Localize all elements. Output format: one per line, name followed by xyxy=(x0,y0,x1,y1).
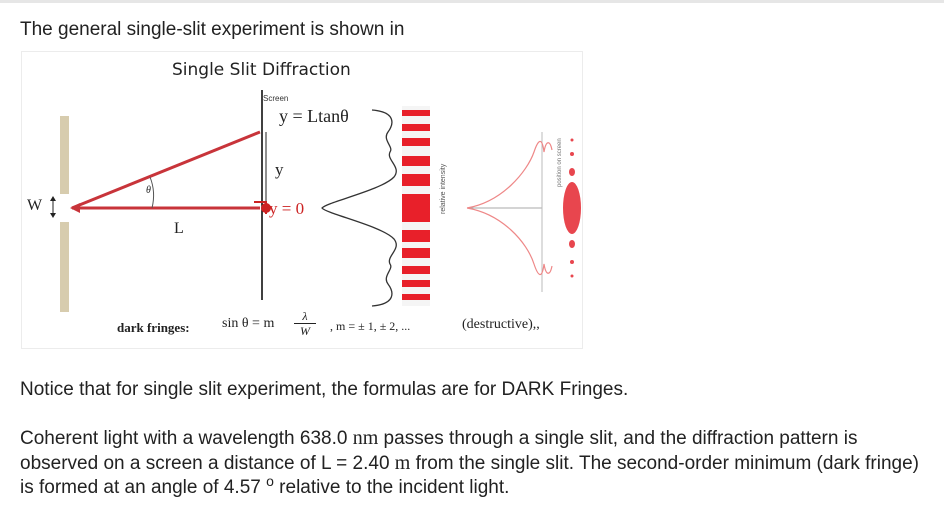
lambda-symbol: λ xyxy=(302,309,308,323)
position-axis-label: position on screen xyxy=(557,138,563,187)
lambda-over-w: λ W xyxy=(294,310,316,337)
slit-width-label: W xyxy=(27,197,43,214)
dark-fringes-label: dark fringes: xyxy=(117,320,190,335)
fringe-stripe xyxy=(402,138,430,146)
slit-barrier-bottom xyxy=(60,222,69,312)
fringe-stripe xyxy=(402,174,430,186)
fringe-stripe xyxy=(402,124,430,131)
notice-text: Notice that for single slit experiment, … xyxy=(20,379,629,400)
figure-title: Single Slit Diffraction xyxy=(172,60,351,80)
fringe-stripe xyxy=(402,280,430,287)
fringe-stripe xyxy=(402,156,430,166)
fringe-stripe xyxy=(402,248,430,258)
problem-text: Coherent light with a wavelength 638.0 n… xyxy=(20,426,930,500)
theta-label: θ xyxy=(146,185,151,196)
degree-symbol: o xyxy=(266,473,274,489)
fringe-stripe xyxy=(402,110,430,116)
fringe-pattern xyxy=(402,106,430,306)
diffraction-diagram xyxy=(50,90,581,312)
problem-part-3: from the single slit. The second-order m… xyxy=(20,453,919,498)
sine-formula: sin θ = m xyxy=(222,316,275,331)
problem-part-1: Coherent light with a wavelength 638.0 xyxy=(20,428,353,449)
w-denominator: W xyxy=(300,324,310,338)
intensity-curve-left xyxy=(321,109,397,307)
destructive-label: (destructive),, xyxy=(462,317,540,332)
problem-part-4: relative to the incident light. xyxy=(273,477,510,498)
fringe-stripe xyxy=(402,194,430,222)
unit-m: m xyxy=(394,452,411,474)
intensity-axis-label: relative intensity xyxy=(440,163,447,214)
fringe-stripe xyxy=(402,230,430,242)
dot-pattern xyxy=(563,138,581,278)
top-divider xyxy=(0,0,944,3)
fringe-stripe xyxy=(402,266,430,274)
y-formula-label: y = Ltanθ xyxy=(279,106,349,126)
ray-angled xyxy=(71,130,261,210)
screen-label: Screen xyxy=(263,94,289,103)
fringe-stripe xyxy=(402,294,430,300)
distance-label: L xyxy=(174,220,184,237)
diffraction-figure: Single Slit Diffraction Screen y = Ltanθ… xyxy=(22,52,582,348)
unit-nm: nm xyxy=(352,427,379,449)
angle-arc xyxy=(149,176,155,209)
order-values: , m = ± 1, ± 2, ... xyxy=(330,319,411,333)
problem-part-2: passes through a single slit, and the di… xyxy=(20,428,858,474)
intensity-curve-right xyxy=(466,140,553,276)
slit-barrier-top xyxy=(60,116,69,194)
intro-text: The general single-slit experiment is sh… xyxy=(20,19,405,40)
y-label: y xyxy=(275,160,284,179)
y-zero-label: y = 0 xyxy=(269,199,305,218)
